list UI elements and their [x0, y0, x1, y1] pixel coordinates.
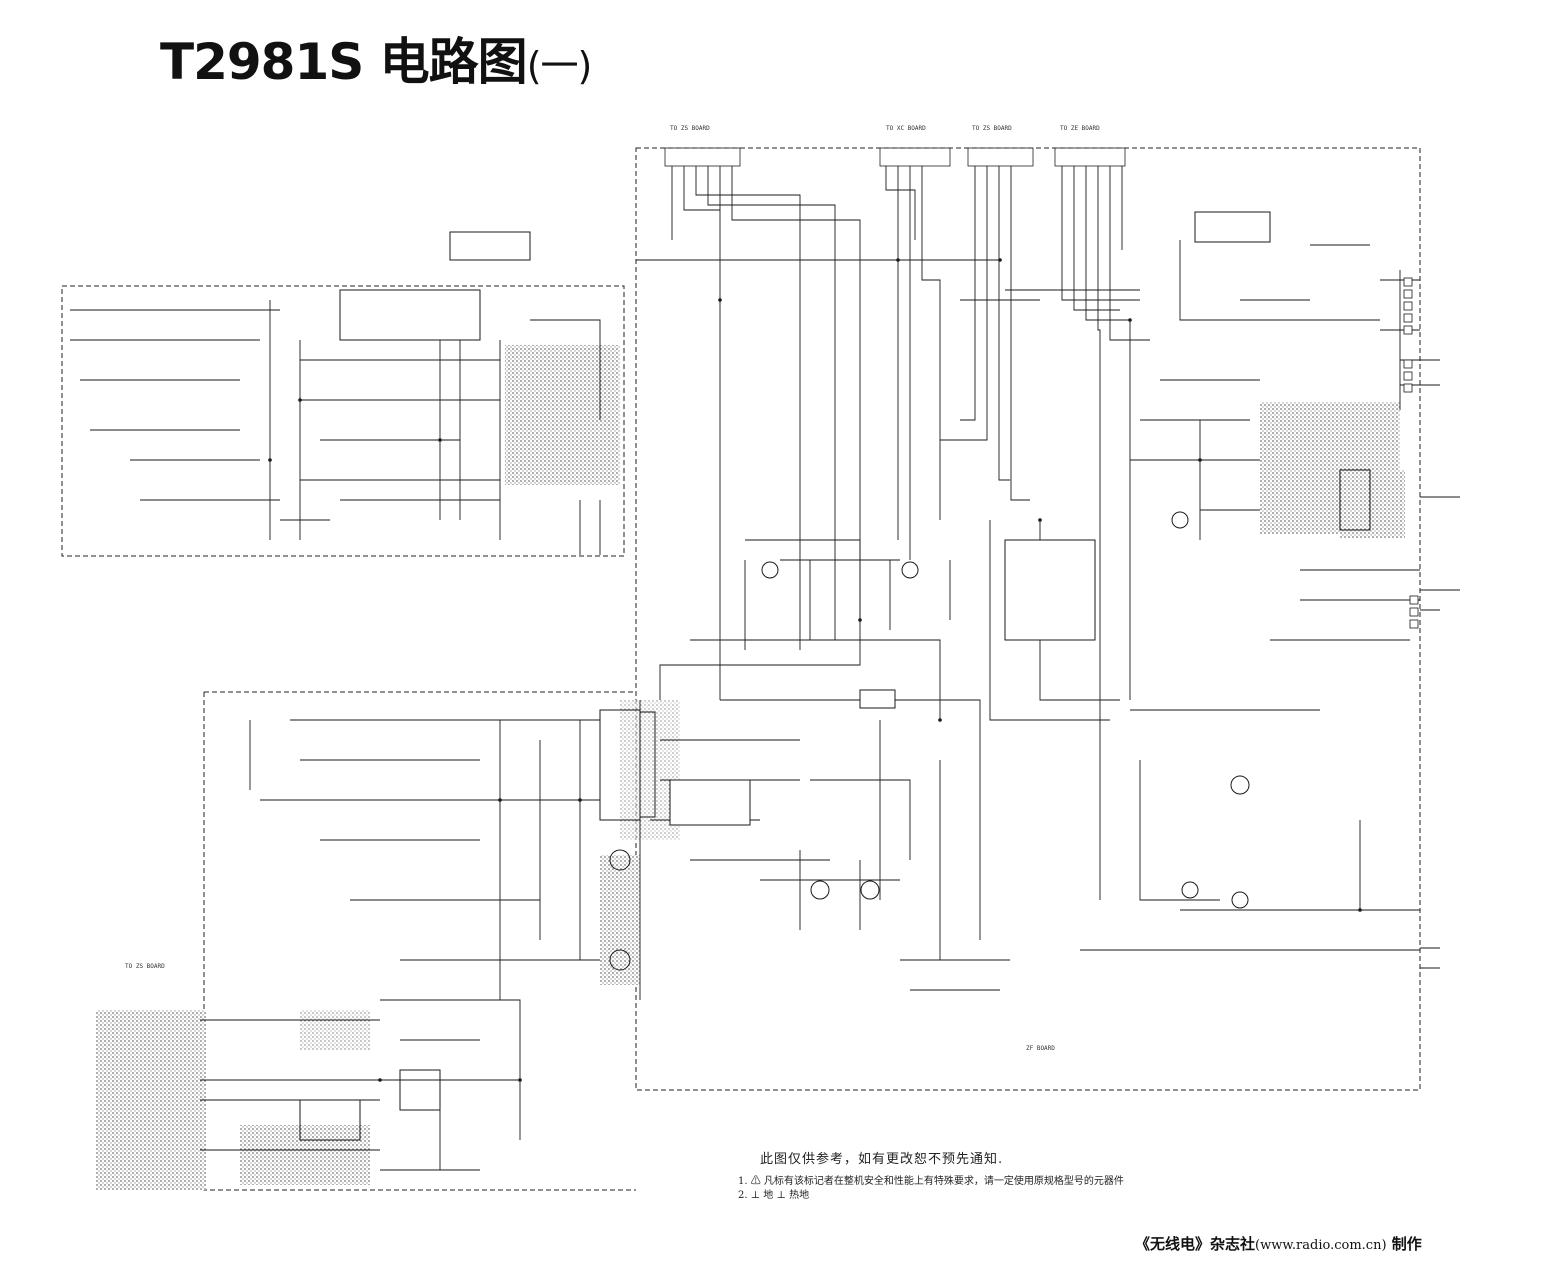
made-by: 制作: [1391, 1235, 1422, 1253]
connector-label-zs2: TO ZS BOARD: [972, 125, 1012, 132]
junction-dots: [268, 258, 1362, 1082]
transformer: [599, 709, 656, 821]
shaded-regions: [96, 345, 1405, 1190]
title-suffix: (一): [526, 44, 593, 88]
circuit-traces: [70, 166, 1460, 1171]
bottom-left-board-label: TO ZS BOARD: [125, 963, 165, 970]
ic-blocks: [299, 211, 1371, 1141]
zf-board-label: ZF BOARD: [1026, 1045, 1055, 1052]
page-title: T2981S 电路图(一): [160, 22, 593, 94]
title-text: T2981S 电路图: [160, 33, 528, 91]
power-board-outline-left: [203, 692, 636, 1191]
connector-label-xc: TO XC BOARD: [886, 125, 926, 132]
connector-label-ze: TO ZE BOARD: [1060, 125, 1100, 132]
connector-pins: [1403, 277, 1419, 629]
connector-label-zs: TO ZS BOARD: [670, 125, 710, 132]
tuner-board-outline: [61, 285, 625, 557]
magazine-name: 《无线电》杂志社: [1135, 1235, 1256, 1253]
website-url: (www.radio.com.cn): [1255, 1238, 1387, 1253]
transistors: [609, 511, 1250, 971]
top-connectors: [664, 147, 1126, 167]
ground-note: 2. ⊥ 地 ⊥ 热地: [738, 1190, 810, 1201]
publisher-credit: 《无线电》杂志社(www.radio.com.cn) 制作: [1135, 1233, 1422, 1254]
disclaimer-note: 此图仅供参考，如有更改恕不预先通知.: [760, 1152, 1004, 1167]
safety-note: 1. ⚠ 凡标有该标记者在整机安全和性能上有特殊要求，请一定使用原规格型号的元器…: [738, 1176, 1124, 1187]
